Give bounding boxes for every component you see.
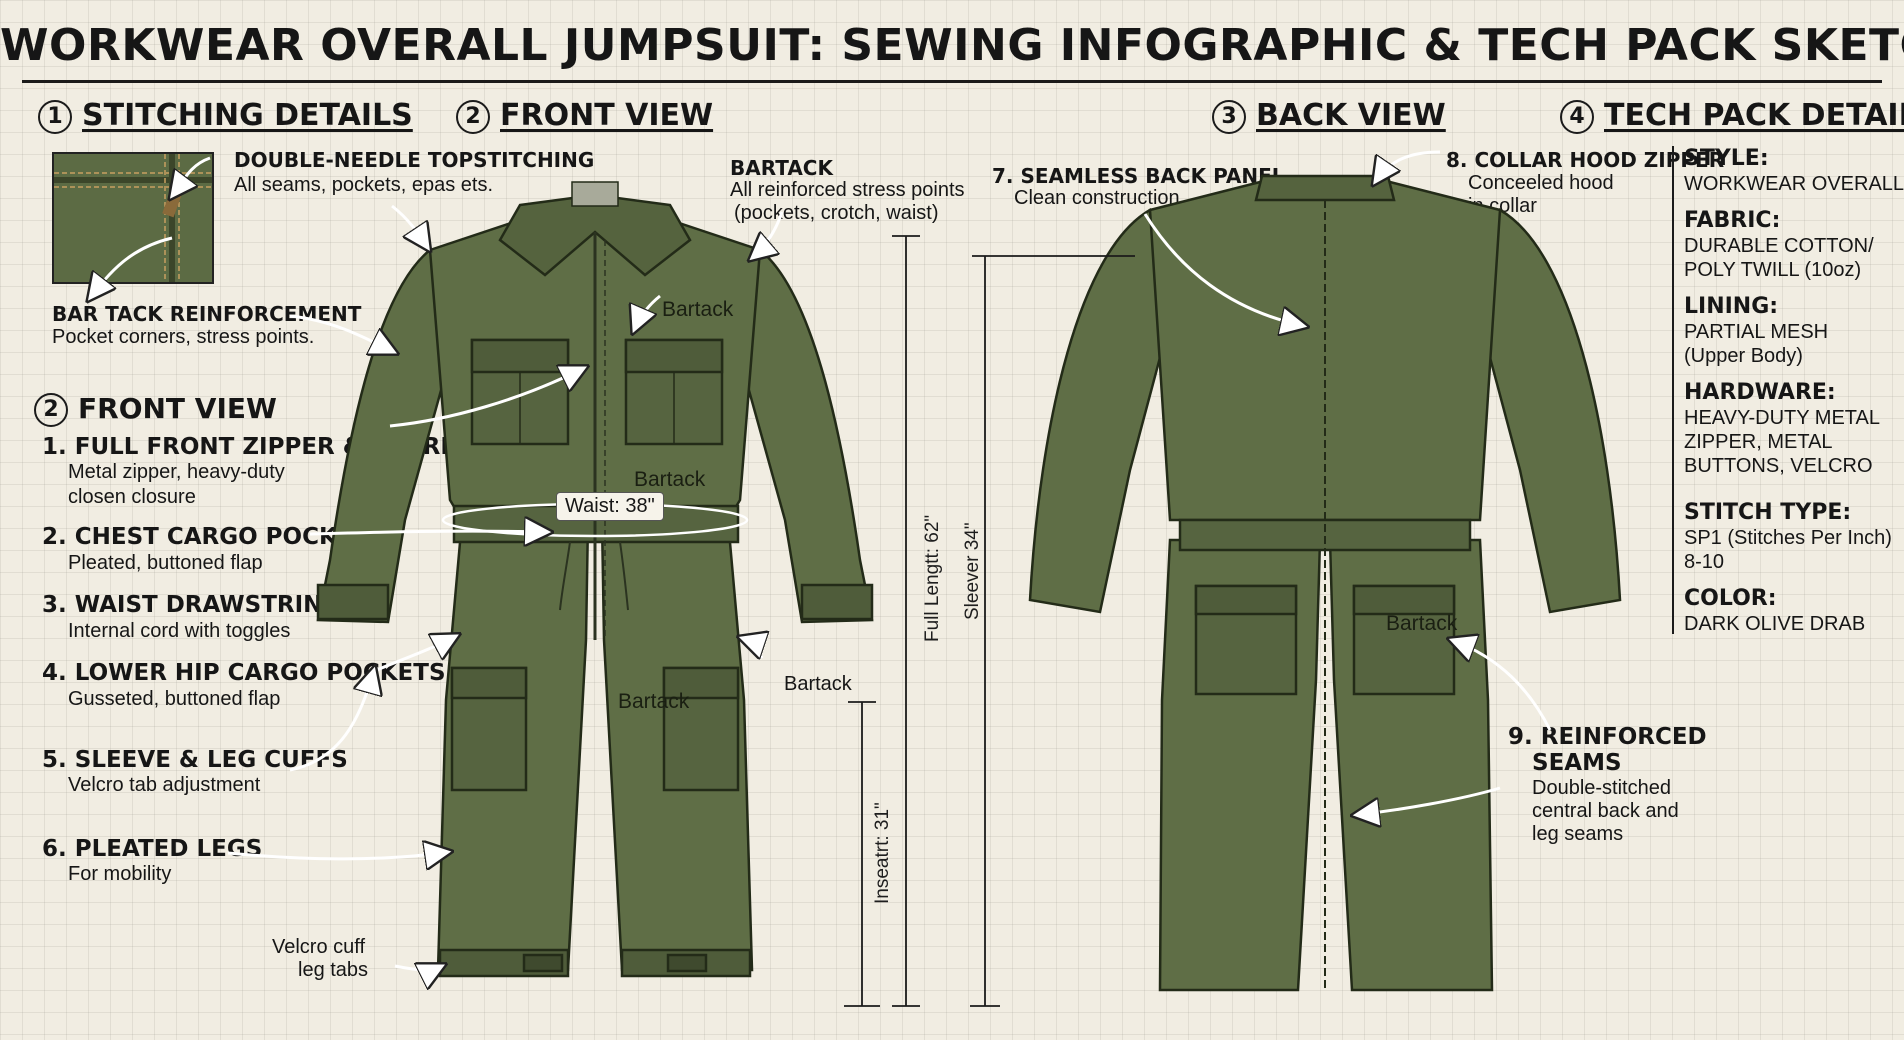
section-number: 4 <box>1560 100 1594 134</box>
front-jumpsuit <box>316 181 874 978</box>
feature-hip-pockets-desc: Gusseted, buttoned flap <box>68 688 281 710</box>
feature-front-zipper-desc2: closen closure <box>68 486 196 508</box>
reinforced-seams-desc3: leg seams <box>1532 823 1624 845</box>
sleeve-measurement: Sleever 34" <box>962 522 983 620</box>
front-collar <box>498 193 692 277</box>
tech-pack-key: HARDWARE: <box>1684 380 1836 405</box>
tech-pack-value: SP1 (Stitches Per Inch) <box>1684 527 1892 549</box>
back-jumpsuit <box>1028 174 1622 992</box>
waist-measurement: Waist: 38" <box>556 492 664 521</box>
feature-waist-drawstring-title: 3. WAIST DRAWSTRING <box>42 592 342 618</box>
section-number: 2 <box>34 393 68 427</box>
feature-pleated-legs-desc: For mobility <box>68 863 172 885</box>
tech-pack-value: ZIPPER, METAL <box>1684 431 1833 453</box>
dimension-lines <box>441 235 1135 1007</box>
section-number: 3 <box>1212 100 1246 134</box>
label-bartack-back: Bartack <box>1386 612 1458 635</box>
tech-pack-value: HEAVY-DUTY METAL <box>1684 407 1880 429</box>
label-bartack-side: Bartack <box>784 673 852 695</box>
label-bartack-chest: Bartack <box>662 298 734 321</box>
seamless-back-title: 7. SEAMLESS BACK PANEL <box>992 164 1285 188</box>
tech-pack-key: FABRIC: <box>1684 208 1781 233</box>
page-title: WORKWEAR OVERALL JUMPSUIT: SEWING INFOGR… <box>0 20 1904 71</box>
tech-pack-key: STITCH TYPE: <box>1684 500 1852 525</box>
feature-front-zipper-desc: Metal zipper, heavy-duty <box>68 461 285 483</box>
feature-waist-drawstring-desc: Internal cord with toggles <box>68 620 291 642</box>
tech-pack-key: STYLE: <box>1684 146 1769 171</box>
seamless-back-desc: Clean construction <box>1014 187 1180 209</box>
back-collar <box>1254 174 1396 202</box>
velcro-note-line2: leg tabs <box>298 959 369 981</box>
back-right-sleeve <box>1478 208 1622 614</box>
feature-chest-pockets-title: 2. CHEST CARGO POCKETS <box>42 524 385 550</box>
label-bartack-crotch: Bartack <box>618 690 690 713</box>
tech-pack-value: (Upper Body) <box>1684 345 1803 367</box>
reinforced-seams-title: 9. REINFORCED <box>1508 724 1707 750</box>
feature-cuffs-desc: Velcro tab adjustment <box>68 774 261 796</box>
feature-pleated-legs-title: 6. PLEATED LEGS <box>42 836 263 862</box>
collar-hood-title: 8. COLLAR HOOD ZIPPER <box>1446 148 1725 172</box>
label-bartack-waist: Bartack <box>634 468 706 491</box>
tech-pack-value: POLY TWILL (10oz) <box>1684 259 1862 281</box>
reinforced-seams-desc1: Double-stitched <box>1532 777 1671 799</box>
tech-pack-value: BUTTONS, VELCRO <box>1684 455 1873 477</box>
section-number: 1 <box>38 100 72 134</box>
reinforced-seams-desc2: central back and <box>1532 800 1679 822</box>
reinforced-seams-title2: SEAMS <box>1532 750 1622 776</box>
collar-hood-desc1: Conceeled hood <box>1468 172 1614 194</box>
full-length-measurement: Full Lengtt: 62" <box>922 514 943 642</box>
tech-pack-value: 8-10 <box>1684 551 1725 573</box>
tech-pack-key: LINING: <box>1684 294 1779 319</box>
front-right-sleeve-cuff <box>800 583 874 621</box>
bar-tack-desc: Pocket corners, stress points. <box>52 326 315 348</box>
tech-pack-value: PARTIAL MESH <box>1684 321 1829 343</box>
tech-pack-divider <box>1672 146 1674 634</box>
inseam-measurement: Inseatrt: 31" <box>872 802 893 904</box>
tech-pack-value: WORKWEAR OVERALL <box>1684 173 1904 195</box>
front-left-sleeve-cuff <box>316 583 390 621</box>
double-needle-desc: All seams, pockets, epas ets. <box>234 174 494 196</box>
bartack-note-desc1: All reinforced stress points <box>730 179 965 201</box>
title-underline <box>22 80 1882 83</box>
bartack-note-desc2: (pockets, crotch, waist) <box>734 202 939 224</box>
velcro-note-line1: Velcro cuff <box>272 936 366 958</box>
section-number: 2 <box>456 100 490 134</box>
feature-chest-pockets-desc: Pleated, buttoned flap <box>68 552 263 574</box>
bar-tack-title: BAR TACK REINFORCEMENT <box>52 302 362 326</box>
double-needle-title: DOUBLE-NEEDLE TOPSTITCHING <box>234 148 595 172</box>
tech-pack-key: COLOR: <box>1684 586 1777 611</box>
bartack-note-title: BARTACK <box>730 156 833 180</box>
tech-pack-value: DARK OLIVE DRAB <box>1684 613 1866 635</box>
back-left-sleeve <box>1028 208 1172 614</box>
callout-arrows <box>90 150 1552 970</box>
tech-pack-value: DURABLE COTTON/ <box>1684 235 1874 257</box>
